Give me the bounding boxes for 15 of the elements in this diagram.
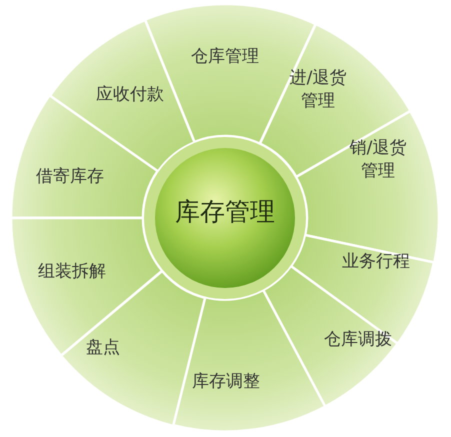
center-label: 库存管理 (175, 196, 275, 228)
segment-label: 组装拆解 (37, 260, 107, 284)
center-circle (155, 148, 295, 288)
segment-label: 借寄库存 (35, 166, 105, 188)
segment-label: 仓库管理 (190, 46, 260, 68)
wheel-segment (173, 290, 326, 432)
wheel-segment (260, 24, 410, 177)
segment-label: 库存调整 (190, 370, 261, 394)
segment-label: 应收付款 (94, 84, 165, 106)
segment-label: 进/退货管理 (288, 67, 348, 113)
segment-label: 业务行程 (340, 250, 411, 274)
segment-label: 盘点 (84, 336, 121, 360)
wheel-segment (11, 218, 162, 356)
segment-label: 销/退货管理 (348, 137, 408, 183)
segment-label: 仓库调拨 (322, 328, 393, 352)
